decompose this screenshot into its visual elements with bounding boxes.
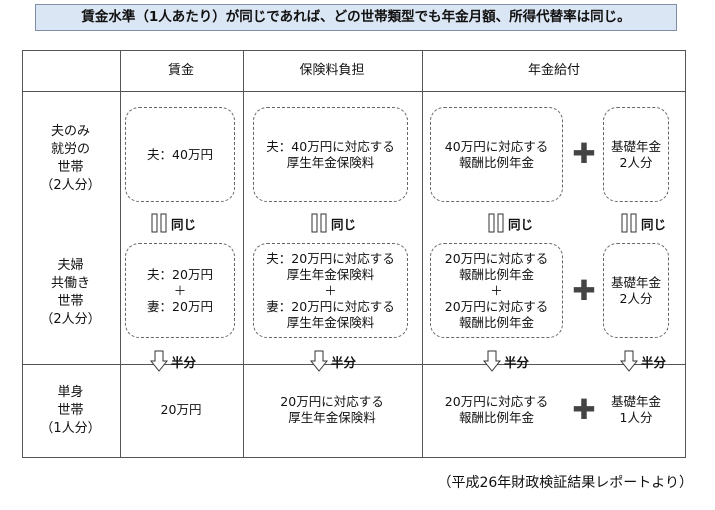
equal-bars-icon [621,213,637,233]
half-label: 半分 [171,354,197,370]
row-header-dual-earner: 夫婦 共働き 世帯 （2人分） [40,258,101,327]
pension-box-row2: 20万円に対応する 報酬比例年金 ＋ 20万円に対応する 報酬比例年金 [430,243,563,338]
half-marker-basic: 半分 [620,350,666,372]
pension-box-row1: 40万円に対応する 報酬比例年金 [430,107,563,202]
row-header-single-person: 単身 世帯 （1人分） [40,385,101,436]
basic-pension-cell-row3: 基礎年金 1人分 [610,394,661,425]
equal-label: 同じ [331,216,357,232]
plus-icon: ✚ [572,393,596,426]
wage-box-row2: 夫：20万円 ＋ 妻：20万円 [125,243,235,338]
equal-bars-icon [311,213,327,233]
wage-cell-row3: 20万円 [160,402,202,417]
equal-marker-wage: 同じ [150,213,196,233]
half-marker-premium: 半分 [310,350,356,372]
half-label: 半分 [641,354,667,370]
down-arrow-icon [310,350,328,372]
half-label: 半分 [331,354,357,370]
equal-marker-pension: 同じ [487,213,533,233]
pension-cell-row3: 20万円に対応する 報酬比例年金 [444,394,549,425]
row-divider-single [23,364,685,365]
premium-box-row2: 夫：20万円に対応する 厚生年金保険料 ＋ 妻：20万円に対応する 厚生年金保険… [253,243,408,338]
plus-icon: ✚ [572,137,596,170]
half-marker-wage: 半分 [150,350,196,372]
down-arrow-icon [150,350,168,372]
equal-bars-icon [488,213,504,233]
half-label: 半分 [504,354,530,370]
equal-label: 同じ [508,216,534,232]
premium-box-row1: 夫：40万円に対応する 厚生年金保険料 [253,107,408,202]
header-divider [23,91,685,92]
column-divider-2 [243,51,244,457]
equal-bars-icon [151,213,167,233]
equal-label: 同じ [171,216,197,232]
column-header-wage: 賃金 [167,63,194,78]
premium-cell-row3: 20万円に対応する 厚生年金保険料 [280,394,384,425]
basic-pension-box-row1: 基礎年金 2人分 [603,107,669,202]
equal-label: 同じ [641,216,667,232]
equal-marker-basic: 同じ [620,213,666,233]
row-header-single-earner: 夫のみ 就労の 世帯 （2人分） [40,124,101,193]
plus-icon: ✚ [572,274,596,307]
half-marker-pension: 半分 [483,350,529,372]
basic-pension-box-row2: 基礎年金 2人分 [603,243,669,338]
equal-marker-premium: 同じ [310,213,356,233]
column-divider-1 [120,51,121,457]
source-note: （平成26年財政検証結果レポートより） [437,475,693,491]
down-arrow-icon [483,350,501,372]
wage-box-row1: 夫：40万円 [125,107,235,202]
column-header-pension: 年金給付 [527,63,580,78]
down-arrow-icon [620,350,638,372]
comparison-table [22,50,686,458]
column-divider-3 [422,51,423,457]
column-header-premium: 保険料負担 [299,63,365,78]
diagram-title: 賃金水準（1人あたり）が同じであれば、どの世帯類型でも年金月額、所得代替率は同じ… [35,4,677,31]
